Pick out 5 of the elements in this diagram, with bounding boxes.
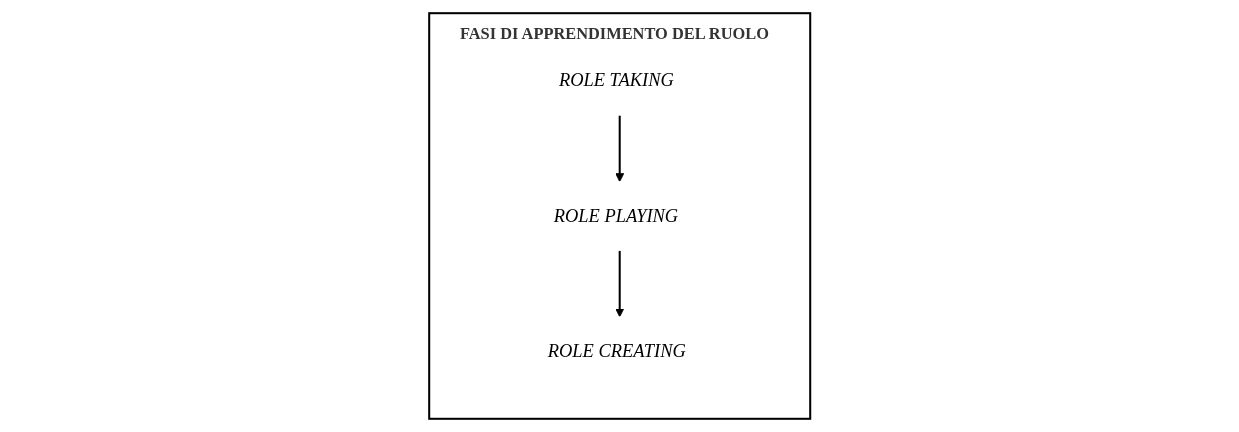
node-text: ROLE PLAYING — [553, 205, 678, 226]
node-text: ROLE CREATING — [547, 340, 686, 361]
node-text: ROLE TAKING — [558, 70, 674, 91]
arrow — [615, 115, 624, 183]
arrow — [615, 250, 624, 318]
